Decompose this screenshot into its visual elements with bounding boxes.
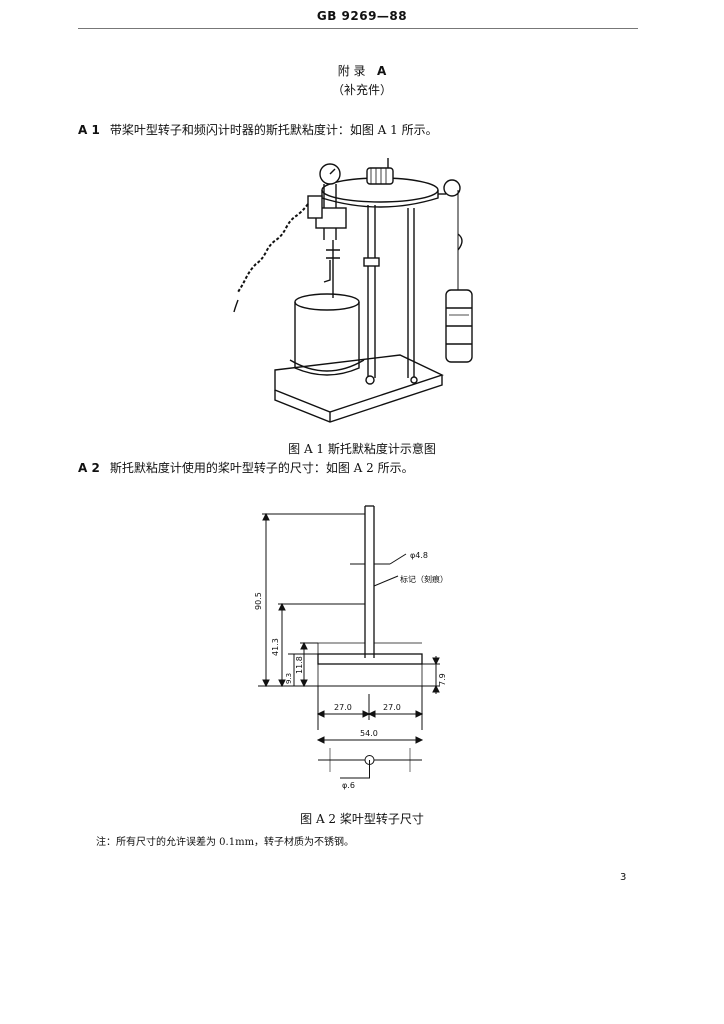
section-a1: A 1 带桨叶型转子和频闪计时器的斯托默粘度计：如图 A 1 所示。 xyxy=(78,121,438,138)
dim-tip-dia: φ.6 xyxy=(342,781,355,790)
dim-blade-top: 11.8 xyxy=(295,656,304,674)
figure-a2-caption: 图 A 2 桨叶型转子尺寸 xyxy=(300,812,424,826)
section-a1-text: 带桨叶型转子和频闪计时器的斯托默粘度计：如图 A 1 所示。 xyxy=(109,123,438,137)
page-header: GB 9269—88 xyxy=(316,9,408,23)
section-a1-number: A 1 xyxy=(78,123,100,137)
appendix-subtitle: （补充件） xyxy=(331,83,392,97)
dim-total-height: 90.5 xyxy=(254,592,263,610)
dim-blade-low: 9.3 xyxy=(285,673,293,684)
page-number: 3 xyxy=(620,872,627,883)
footnote: 注：所有尺寸的允许误差为 0.1mm，转子材质为不锈钢。 xyxy=(96,837,355,848)
dim-shaft-dia: φ4.8 xyxy=(410,551,428,560)
dim-mark-label: 标记（刻痕） xyxy=(400,574,448,584)
appendix-title: 附 录 A xyxy=(0,62,724,79)
dim-total-width: 54.0 xyxy=(360,729,378,738)
section-a2: A 2 斯托默粘度计使用的桨叶型转子的尺寸：如图 A 2 所示。 xyxy=(78,459,414,476)
dim-blade-thick: 7.9 xyxy=(438,673,447,686)
rotor-blade xyxy=(317,653,423,665)
dim-mark-height: 41.3 xyxy=(271,638,280,656)
header-rule xyxy=(78,28,638,29)
appendix-title-text: 附 录 xyxy=(337,64,366,78)
stormer-viscometer-illustration xyxy=(233,158,473,423)
dim-half-left: 27.0 xyxy=(334,703,352,712)
section-a2-number: A 2 xyxy=(78,461,100,475)
rotor-shaft xyxy=(364,506,375,658)
section-a2-text: 斯托默粘度计使用的桨叶型转子的尺寸：如图 A 2 所示。 xyxy=(109,461,414,475)
figure-a1-caption: 图 A 1 斯托默粘度计示意图 xyxy=(288,442,436,456)
paddle-rotor-drawing: φ4.8 标记（刻痕） 90.5 41.3 11.8 9.3 7.9 27.0 … xyxy=(254,505,448,790)
appendix-title-letter: A xyxy=(376,64,387,78)
dim-half-right: 27.0 xyxy=(383,703,401,712)
